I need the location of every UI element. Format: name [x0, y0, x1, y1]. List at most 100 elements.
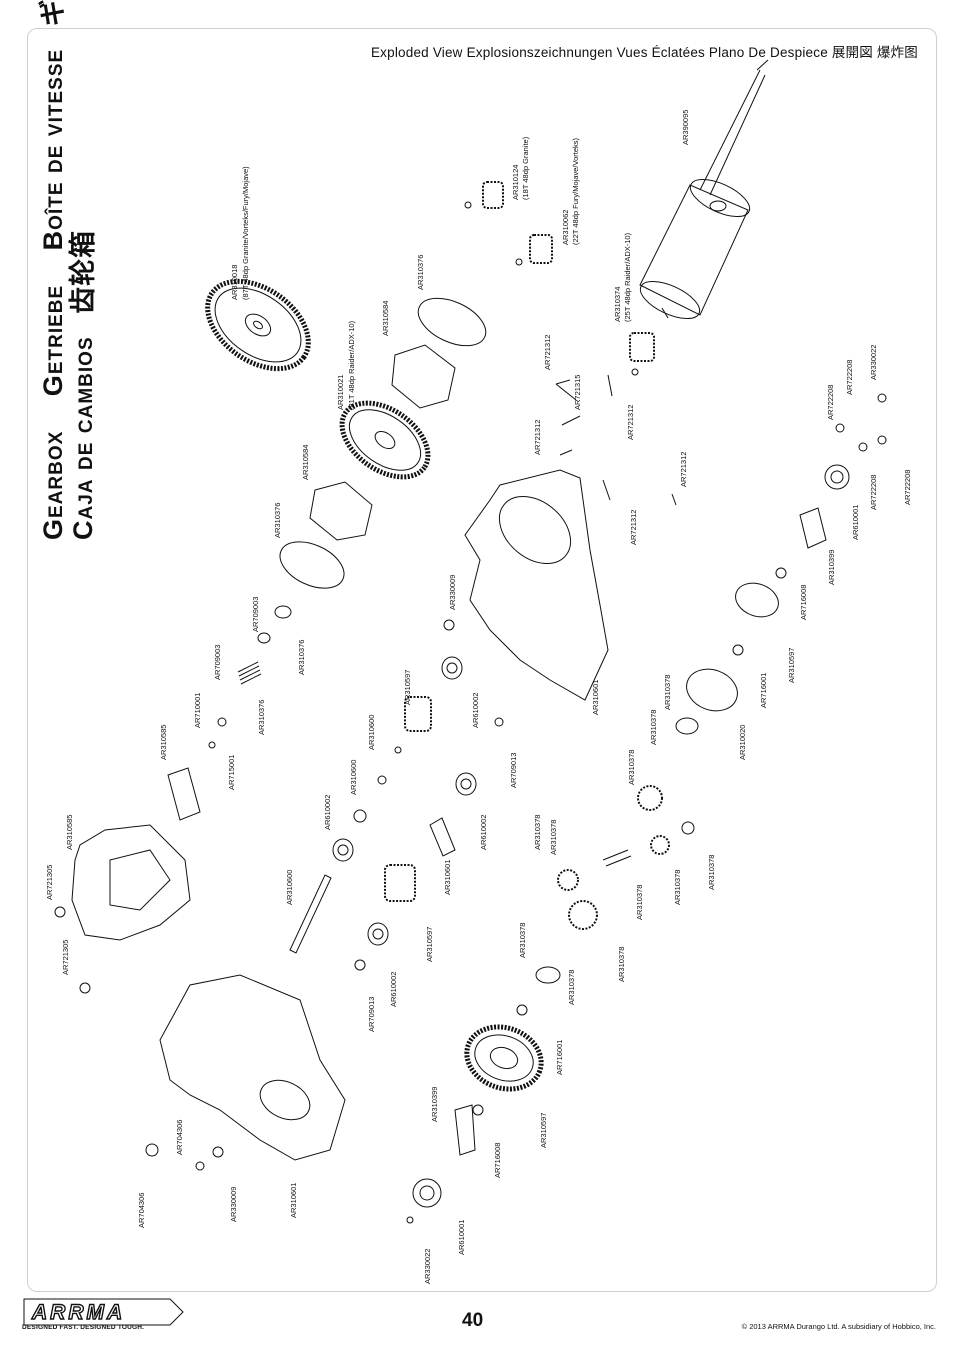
idler-gear-lower [384, 864, 416, 902]
label-ar710001: AR710001 [193, 693, 202, 728]
label-ar310376-b: AR310376 [273, 503, 282, 538]
label-ar310374: AR310374 [613, 287, 622, 322]
part-labels: AR310018 (87T 48dp Granite/Vorteks/Fury/… [45, 110, 912, 1284]
label-ar310124-note: (18T 48dp Granite) [521, 136, 530, 200]
label-ar310399-a: AR310399 [827, 550, 836, 585]
label-ar610001-a: AR610001 [851, 505, 860, 540]
label-ar310399-b: AR310399 [430, 1087, 439, 1122]
label-ar310378-b: AR310378 [649, 710, 658, 745]
label-ar310597-d: AR310597 [425, 927, 434, 962]
label-ar310601-a: AR310601 [443, 860, 452, 895]
label-ar390095: AR390095 [681, 110, 690, 145]
label-ar610001-b: AR610001 [457, 1220, 466, 1255]
gearbox-case-left [159, 974, 346, 1161]
label-ar704306-b: AR704306 [137, 1193, 146, 1228]
label-ar330022-a: AR330022 [869, 345, 878, 380]
header-title: Exploded View Explosionszeichnungen Vues… [370, 45, 918, 60]
label-ar709013-b: AR709013 [367, 997, 376, 1032]
slipper-pad-lower [309, 481, 373, 541]
label-ar722208-b: AR722208 [845, 360, 854, 395]
label-ar310597-a: AR310597 [787, 648, 796, 683]
gearbox-case-right-bore [498, 496, 572, 564]
idler-gear-upper [404, 696, 432, 732]
label-ar721312-b: AR721312 [533, 420, 542, 455]
label-ar310600-b: AR310600 [349, 760, 358, 795]
label-ar310378-c: AR310378 [627, 750, 636, 785]
outdrive-upper [799, 507, 827, 549]
label-ar716008-b: AR716008 [493, 1143, 502, 1178]
label-ar310378-a: AR310378 [663, 675, 672, 710]
label-ar610002-c: AR610002 [323, 795, 332, 830]
label-ar310584-b: AR310584 [301, 445, 310, 480]
spur-gear-81t [339, 400, 431, 480]
label-ar721312-d: AR721312 [679, 452, 688, 487]
label-ar310062: AR310062 [561, 210, 570, 245]
label-ar330022-b: AR330022 [423, 1249, 432, 1284]
label-ar310124: AR310124 [511, 165, 520, 200]
top-shaft [289, 874, 332, 954]
gear-cover [71, 824, 191, 941]
arrma-logo: ARRMA [23, 1298, 184, 1326]
label-ar310585-a: AR310585 [159, 725, 168, 760]
label-ar721315: AR721315 [573, 375, 582, 410]
label-ar310378-h: AR310378 [635, 885, 644, 920]
label-ar310585-b: AR310585 [65, 815, 74, 850]
slipper-plate-upper [417, 297, 487, 347]
copyright-notice: © 2013 ARRMA Durango Ltd. A subsidiary o… [741, 1322, 936, 1331]
label-ar330009-b: AR330009 [229, 1187, 238, 1222]
label-ar310378-k: AR310378 [567, 970, 576, 1005]
label-ar721312-c: AR721312 [626, 405, 635, 440]
label-ar310376-d: AR310376 [257, 700, 266, 735]
motor [639, 59, 769, 320]
label-ar610002-a: AR610002 [471, 693, 480, 728]
label-ar715001: AR715001 [227, 755, 236, 790]
small-hardware [54, 393, 887, 1224]
svg-text:ARRMA: ARRMA [31, 1301, 125, 1324]
page-frame [27, 28, 937, 1292]
label-ar610002-b: AR610002 [479, 815, 488, 850]
label-ar709003-b: AR709003 [213, 645, 222, 680]
pinion-25t [629, 332, 655, 376]
label-ar610002-d: AR610002 [389, 972, 398, 1007]
label-ar310018: AR310018 [230, 265, 239, 300]
label-ar310062-note: (22T 48dp Fury/Mojave/Vorteks) [571, 138, 580, 245]
label-ar709003-a: AR709003 [251, 597, 260, 632]
label-ar310378-j: AR310378 [518, 923, 527, 958]
label-ar310601-c: AR310601 [289, 1183, 298, 1218]
idler-shaft [429, 817, 456, 857]
label-ar721305-a: AR721305 [45, 865, 54, 900]
gearbox-case-right [464, 469, 609, 701]
label-ar716001-b: AR716001 [555, 1040, 564, 1075]
label-ar704306-a: AR704306 [175, 1120, 184, 1155]
slipper-spring [208, 605, 292, 749]
pinion-18t [464, 181, 504, 209]
label-ar716001-a: AR716001 [759, 673, 768, 708]
spur-gear-87t [205, 278, 311, 372]
diff-case-upper [735, 582, 779, 618]
diff-washer [675, 717, 699, 735]
label-ar310378-g: AR310378 [707, 855, 716, 890]
outdrive-lower [454, 1104, 476, 1156]
label-ar722208-a: AR722208 [826, 385, 835, 420]
logo-tagline: DESIGNED FAST. DESIGNED TOUGH. [22, 1324, 145, 1331]
label-ar310597-c: AR310597 [403, 670, 412, 705]
diff-gears [535, 785, 670, 984]
label-ar310378-d: AR310378 [533, 815, 542, 850]
gearbox-case-left-bore [259, 1079, 311, 1121]
label-ar721312-a: AR721312 [543, 335, 552, 370]
label-ar721312-e: AR721312 [629, 510, 638, 545]
label-ar330009-a: AR330009 [448, 575, 457, 610]
label-ar310601-b: AR310601 [591, 680, 600, 715]
diff-gasket [686, 668, 738, 712]
label-ar722208-d: AR722208 [903, 470, 912, 505]
label-ar310378-f: AR310378 [673, 870, 682, 905]
gear-cover-inner [109, 849, 171, 911]
spacer-tube [167, 767, 201, 821]
label-ar310374-note: (25T 48dp Raider/ADX-10) [623, 232, 632, 322]
pinion-22t [515, 234, 553, 266]
label-ar310021-note: (81T 48dp Raider/ADX-10) [347, 320, 356, 410]
slipper-plate-lower [279, 541, 345, 589]
label-ar722208-c: AR722208 [869, 475, 878, 510]
label-ar310020: AR310020 [738, 725, 747, 760]
